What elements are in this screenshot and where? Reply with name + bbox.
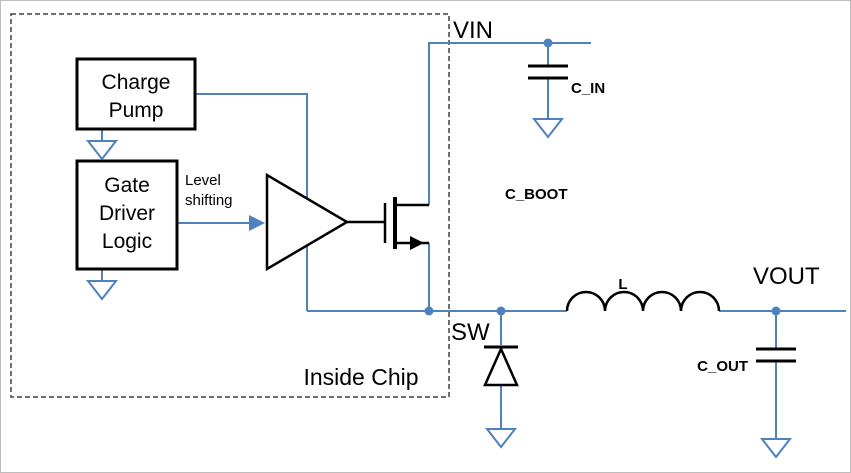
cout-ground-icon — [759, 438, 793, 459]
driver-buffer-icon — [265, 172, 350, 272]
gate-driver-logic-block — [75, 159, 179, 271]
mosfet-icon — [347, 197, 429, 250]
mosfet-arrow-icon — [410, 236, 424, 250]
sw-node-dot — [424, 306, 434, 316]
vout-label: VOUT — [753, 263, 820, 290]
inside-chip-boundary — [10, 13, 450, 398]
diode-node-dot — [496, 306, 506, 316]
charge-pump-block — [75, 57, 197, 131]
level-shifting-label-line2: shifting — [185, 192, 233, 209]
inductor-icon — [565, 290, 721, 312]
cin-label: C_IN — [571, 80, 605, 97]
diode-ground-icon — [484, 428, 518, 449]
charge-pump-ground-icon — [85, 140, 119, 161]
vin-node-dot — [543, 38, 553, 48]
cin-ground-icon — [531, 118, 565, 139]
charge-pump-label-line1: Charge — [102, 71, 171, 94]
gate-driver-label-line1: Gate — [104, 174, 150, 197]
cout-capacitor-icon — [756, 347, 796, 363]
arrow-head-icon — [249, 215, 265, 231]
gate-driver-label-line3: Logic — [102, 230, 152, 253]
inductor-label: L — [618, 276, 627, 293]
cout-label: C_OUT — [697, 358, 748, 375]
wire-vin — [428, 42, 591, 205]
sw-label: SW — [451, 319, 490, 346]
diode-triangle — [483, 345, 519, 387]
level-shifting-label-line1: Level — [185, 172, 221, 189]
gate-driver-label-line2: Driver — [99, 202, 155, 225]
diode-icon — [483, 345, 519, 387]
level-shifting-arrow — [177, 215, 265, 231]
cin-capacitor-icon — [528, 64, 568, 80]
cboot-label: C_BOOT — [505, 186, 568, 203]
wires — [101, 42, 846, 439]
vout-node-dot — [771, 306, 781, 316]
inside-chip-label: Inside Chip — [303, 364, 418, 390]
gate-driver-ground-icon — [85, 280, 119, 301]
vin-label: VIN — [453, 17, 493, 44]
charge-pump-label-line2: Pump — [109, 99, 164, 122]
